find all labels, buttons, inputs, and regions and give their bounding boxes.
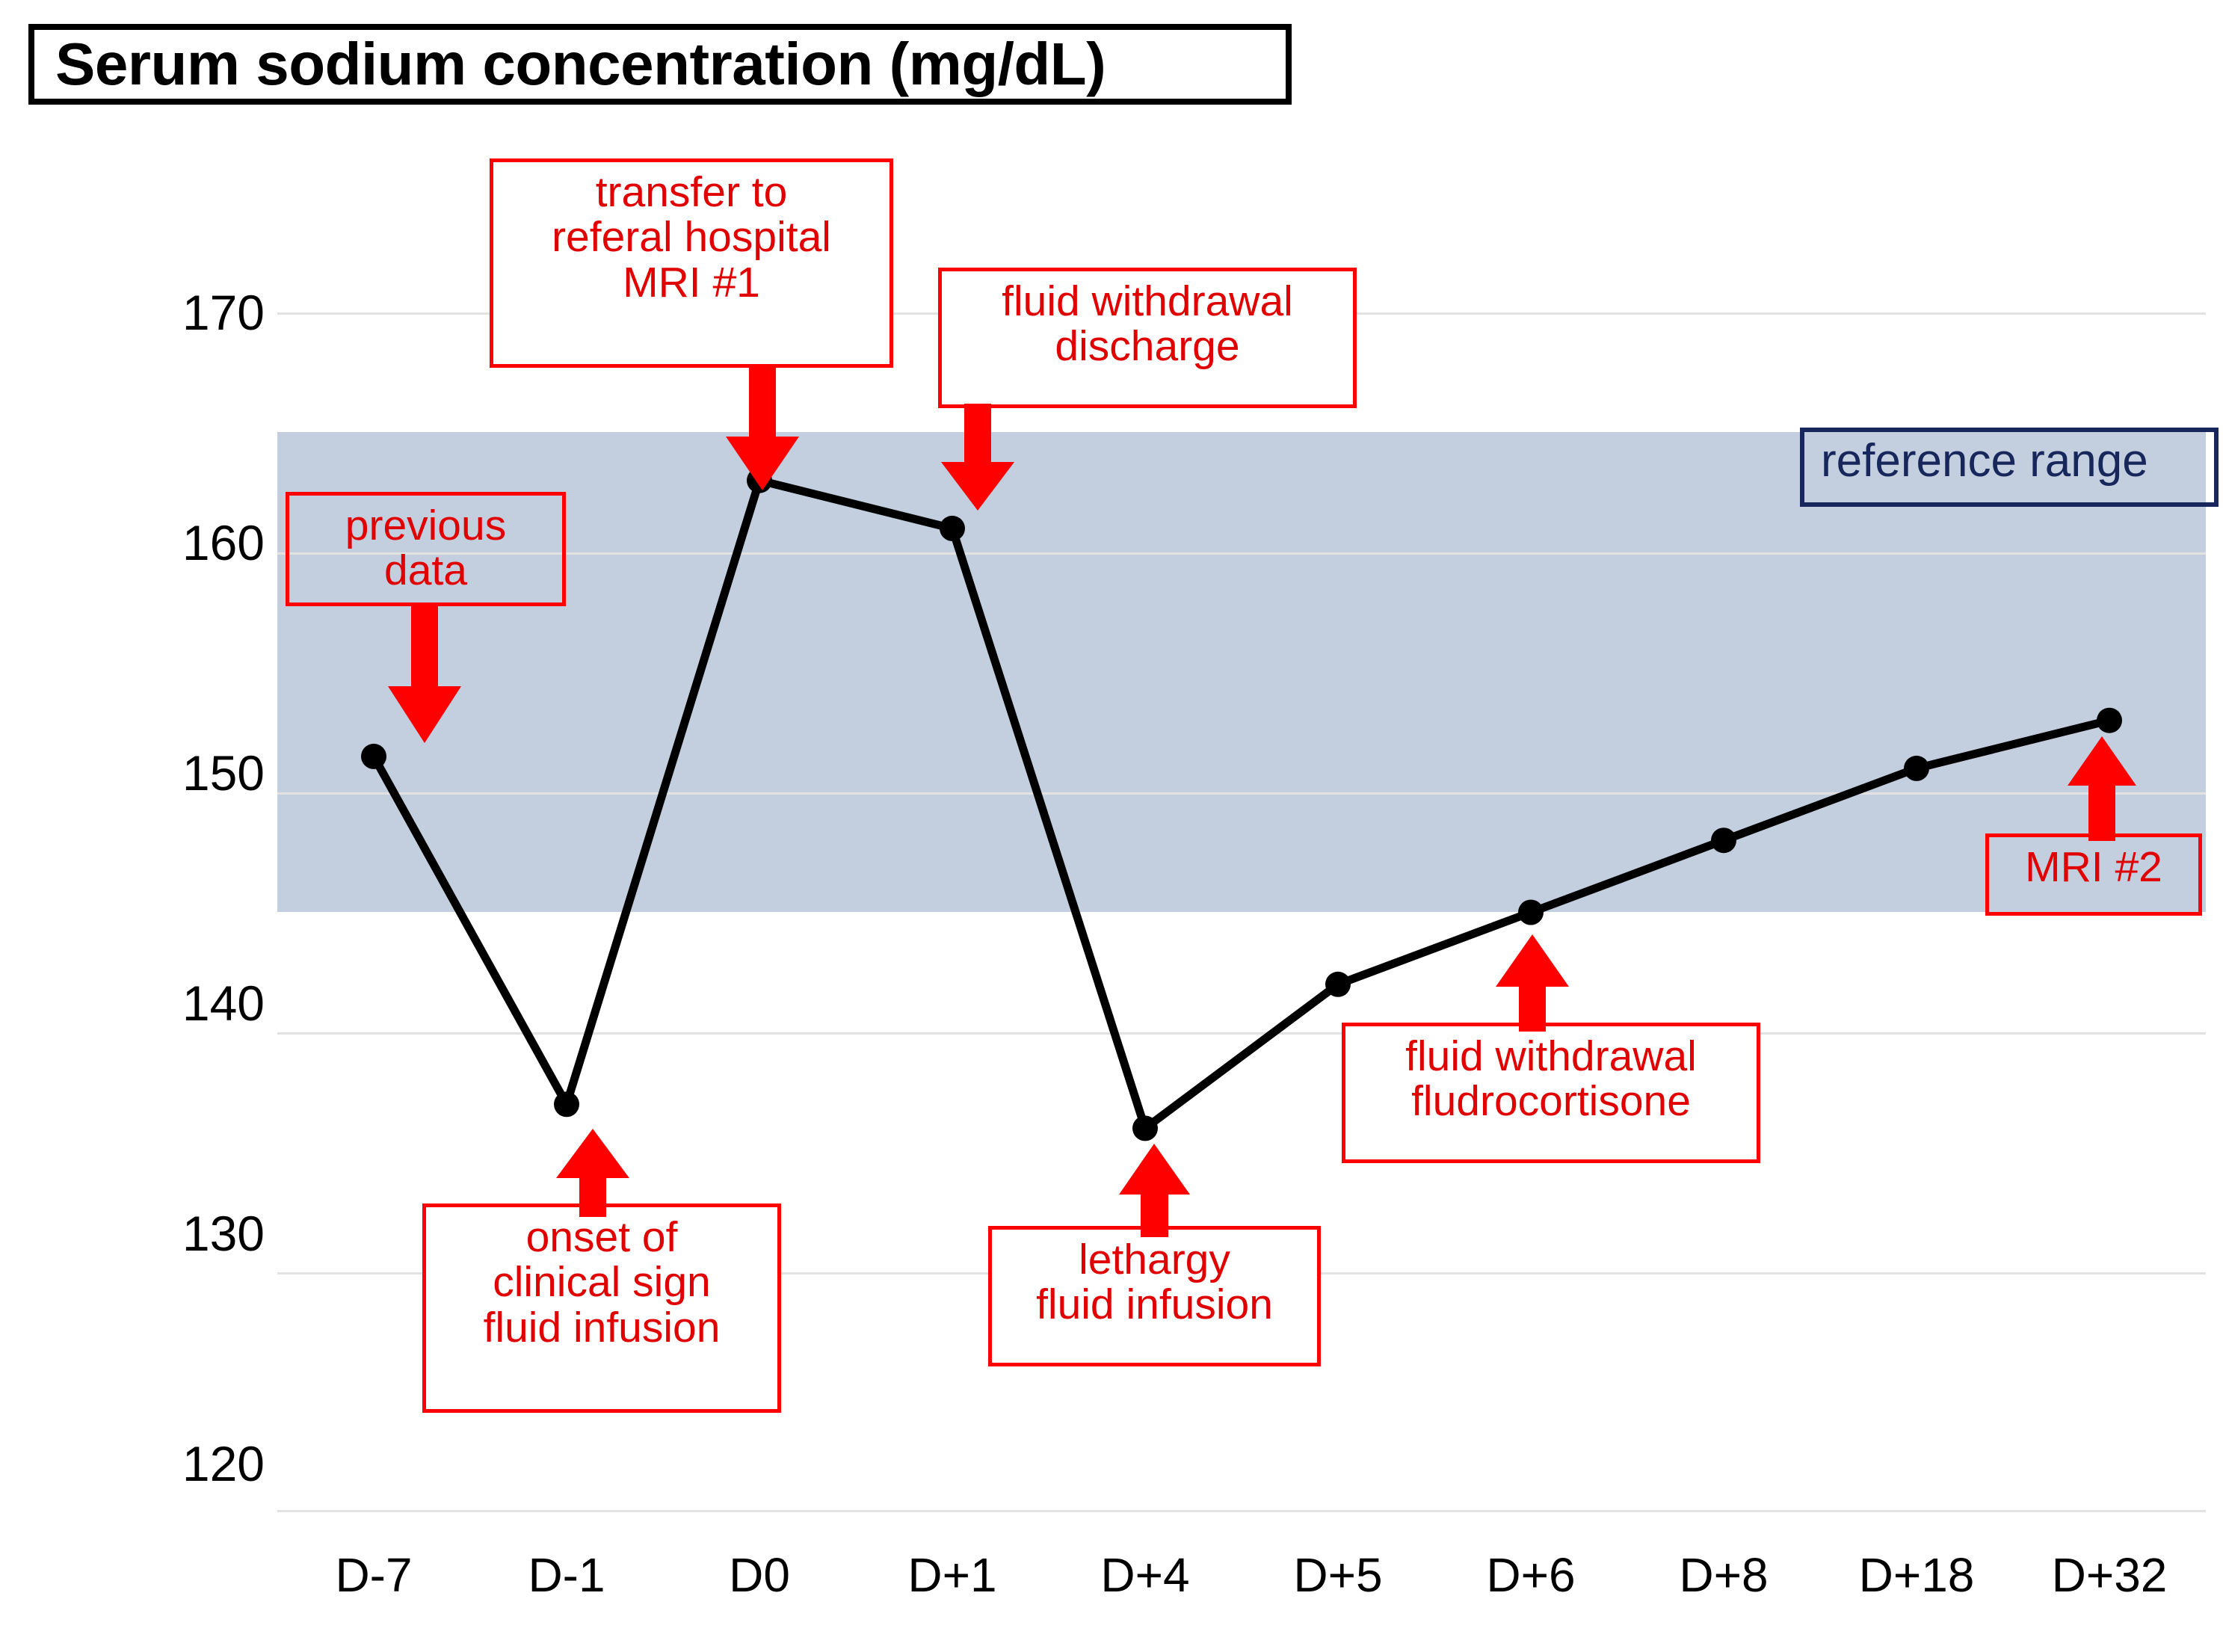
series-point xyxy=(1325,971,1351,997)
series-point xyxy=(361,743,386,769)
gridline-160 xyxy=(277,552,2206,555)
series-point xyxy=(2097,707,2122,733)
x-tick-d4: D+4 xyxy=(1100,1548,1190,1602)
x-tick-d8: D+8 xyxy=(1679,1548,1769,1602)
gridline-150 xyxy=(277,792,2206,795)
annotation-mri2-line1: MRI #2 xyxy=(2025,843,2162,891)
x-tick-d-1: D-1 xyxy=(528,1548,605,1602)
series-serum-sodium xyxy=(361,467,2122,1141)
annotation-transfer-line2: referal hospital xyxy=(552,213,831,262)
series-points xyxy=(361,467,2122,1141)
annotation-transfer-referal: transfer to referal hospital MRI #1 xyxy=(490,158,893,368)
annotation-onset-line1: onset of xyxy=(525,1213,678,1261)
y-tick-160: 160 xyxy=(182,515,265,570)
reference-range-band xyxy=(277,432,2206,912)
x-tick-d32: D+32 xyxy=(2051,1548,2168,1602)
arrow-down-discharge xyxy=(937,404,1019,512)
reference-range-label: reference range xyxy=(1821,435,2148,487)
page-title: Serum sodium concentration (mg/dL) xyxy=(55,31,1106,97)
annotation-lethargy-line2: fluid infusion xyxy=(1036,1280,1273,1329)
y-tick-120: 120 xyxy=(182,1436,265,1491)
annotation-fluid-withdrawal-discharge: fluid withdrawal discharge xyxy=(938,268,1357,408)
gridline-140 xyxy=(277,1032,2206,1035)
x-axis-labels: D-7 D-1 D0 D+1 D+4 D+5 D+6 D+8 D+18 D+32 xyxy=(277,1547,2206,1630)
x-tick-d-7: D-7 xyxy=(335,1548,413,1602)
arrow-up-fludrocortisone xyxy=(1491,934,1573,1032)
annotation-lethargy: lethargy fluid infusion xyxy=(988,1226,1321,1366)
annotation-previous-data: previous data xyxy=(286,492,566,606)
y-tick-140: 140 xyxy=(182,976,265,1031)
series-point xyxy=(1132,1115,1158,1141)
x-tick-d18: D+18 xyxy=(1858,1548,1975,1602)
annotation-onset-clinical-sign: onset of clinical sign fluid infusion xyxy=(422,1203,781,1413)
y-tick-170: 170 xyxy=(182,285,265,340)
arrow-up-onset xyxy=(552,1129,634,1217)
plot-area xyxy=(277,312,2206,1512)
x-tick-d6: D+6 xyxy=(1486,1548,1576,1602)
series-point xyxy=(554,1091,579,1118)
annotation-transfer-line3: MRI #1 xyxy=(623,258,760,306)
annotation-previous-data-line2: data xyxy=(384,546,467,595)
annotation-transfer-line1: transfer to xyxy=(595,168,788,216)
series-line xyxy=(369,476,2114,1132)
series-point xyxy=(1518,899,1544,925)
annotation-mri-2: MRI #2 xyxy=(1985,833,2202,916)
arrow-down-transfer-referal xyxy=(721,365,804,492)
annotation-onset-line2: clinical sign xyxy=(493,1258,711,1307)
annotation-discharge-line1: fluid withdrawal xyxy=(1002,277,1293,325)
chart-title-box: Serum sodium concentration (mg/dL) xyxy=(28,24,1292,105)
series-point xyxy=(1904,755,1929,781)
annotation-lethargy-line1: lethargy xyxy=(1079,1236,1230,1283)
y-tick-150: 150 xyxy=(182,745,265,801)
arrow-up-mri-2 xyxy=(2065,736,2139,841)
series-point xyxy=(1711,827,1736,854)
x-tick-d5: D+5 xyxy=(1293,1548,1383,1602)
annotation-fludro-line1: fluid withdrawal xyxy=(1405,1032,1697,1080)
series-point xyxy=(940,515,965,541)
annotation-fludrocortisone: fluid withdrawal fludrocortisone xyxy=(1342,1023,1760,1163)
arrow-up-lethargy xyxy=(1115,1144,1194,1237)
annotation-previous-data-line1: previous xyxy=(345,502,507,549)
x-tick-d1: D+1 xyxy=(907,1548,997,1602)
x-tick-d0: D0 xyxy=(729,1548,790,1602)
y-tick-130: 130 xyxy=(182,1206,265,1261)
reference-range-legend: reference range xyxy=(1800,428,2219,507)
annotation-fludro-line2: fludrocortisone xyxy=(1411,1077,1691,1126)
arrow-down-previous-data xyxy=(383,602,466,745)
gridline-120 xyxy=(277,1510,2206,1512)
annotation-onset-line3: fluid infusion xyxy=(483,1303,721,1352)
annotation-discharge-line2: discharge xyxy=(1055,322,1240,371)
